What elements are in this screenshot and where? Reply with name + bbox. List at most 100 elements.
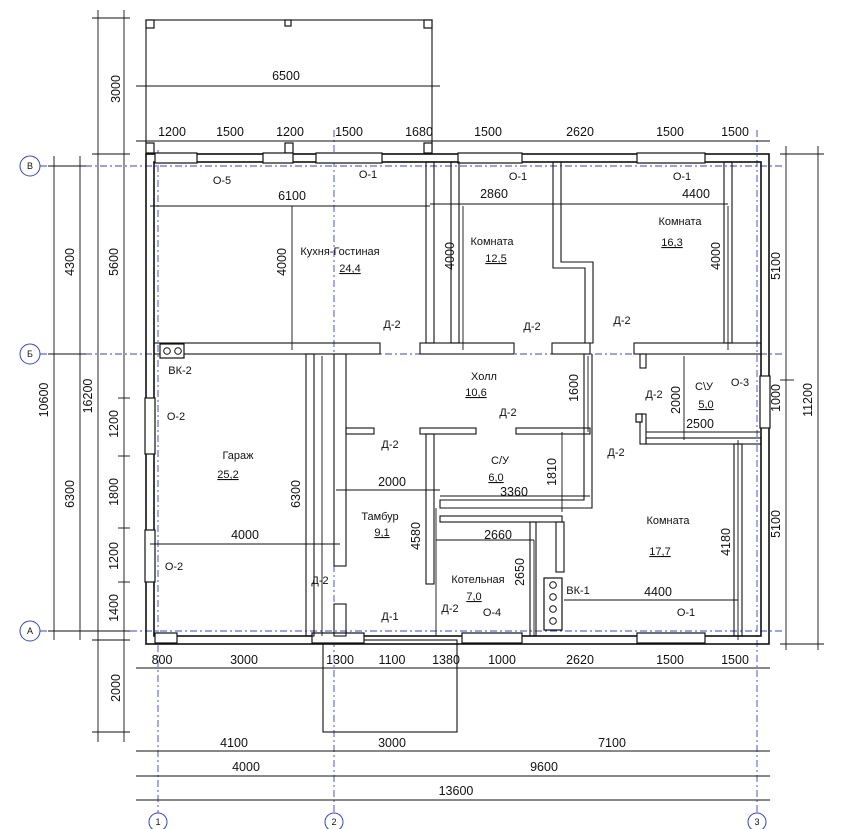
room-hall-name: Холл <box>471 371 497 383</box>
dim-left-6300: 6300 <box>63 480 77 508</box>
ventilation-shafts <box>159 343 563 631</box>
dim-bottom-3: 1300 <box>326 653 354 667</box>
label-o1-b: О-1 <box>509 171 527 183</box>
axis-label-1: 1 <box>155 817 160 827</box>
room-hall-area: 10,6 <box>465 387 486 399</box>
dim-tambur-2000: 2000 <box>378 475 406 489</box>
dim-top-terrace-depth: 3000 <box>109 75 123 103</box>
dim-top-terrace: 6500 <box>272 69 300 83</box>
label-d2-h: Д-2 <box>311 575 328 587</box>
porch-bottom <box>322 639 458 733</box>
dim-bottom-7100: 7100 <box>598 736 626 750</box>
dim-left-5600: 5600 <box>107 248 121 276</box>
axis-label-3: 3 <box>754 817 759 827</box>
dim-su-1810: 1810 <box>545 458 559 486</box>
dim-room3-4400: 4400 <box>644 585 672 599</box>
top-dimensions: 6500 3000 1200 1500 1200 1500 1680 1500 … <box>109 69 749 139</box>
room-1-area: 12,5 <box>485 253 506 265</box>
label-o1-a: О-1 <box>359 169 377 181</box>
outer-walls <box>144 152 771 645</box>
room-3-name: Комната <box>646 515 690 527</box>
dim-bottom-8: 1500 <box>656 653 684 667</box>
dim-kitchen-4000: 4000 <box>275 248 289 276</box>
room-boiler-area: 7,0 <box>466 591 481 603</box>
dim-bottom-7: 2620 <box>566 653 594 667</box>
label-o2-b: О-2 <box>165 561 183 573</box>
label-o1-c: О-1 <box>673 171 691 183</box>
dim-bottom-4: 1100 <box>379 653 406 667</box>
label-o2-a: О-2 <box>167 411 185 423</box>
label-d2-e: Д-2 <box>645 389 662 401</box>
label-d2-f: Д-2 <box>381 439 398 451</box>
dim-room1-4000: 4000 <box>443 242 457 270</box>
label-o1-d: О-1 <box>677 607 695 619</box>
dim-bottom-3000: 3000 <box>378 736 406 750</box>
dim-6100: 6100 <box>278 189 306 203</box>
dim-su-3360: 3360 <box>500 485 528 499</box>
interior-walls <box>153 161 762 637</box>
label-o3: О-3 <box>731 377 749 389</box>
dim-room3-4180: 4180 <box>719 528 733 556</box>
right-dimensions: 5100 11200 1000 5100 <box>769 252 815 538</box>
room-tambur-area: 9,1 <box>374 527 389 539</box>
dim-left-1200a: 1200 <box>107 410 121 438</box>
dim-garage-6300: 6300 <box>289 480 303 508</box>
label-d2-c: Д-2 <box>613 315 630 327</box>
dim-bottom-6: 1000 <box>488 653 516 667</box>
dim-bottom-4000: 4000 <box>232 760 260 774</box>
axis-markers: В Б А 1 2 3 <box>19 155 767 829</box>
dim-top-4: 1500 <box>335 125 363 139</box>
dim-right-11200: 11200 <box>801 383 815 417</box>
room-tambur-name: Тамбур <box>361 511 398 523</box>
room-garage-name: Гараж <box>222 450 254 462</box>
dim-hall-2000: 2000 <box>669 386 683 414</box>
axis-label-v: В <box>27 161 33 171</box>
dim-bottom-9600: 9600 <box>530 760 558 774</box>
room-su-name: С/У <box>491 455 510 467</box>
room-su2-area: 5,0 <box>698 399 713 411</box>
dim-right-5100-top: 5100 <box>769 252 783 280</box>
label-d1: Д-1 <box>381 611 398 623</box>
room-1-name: Комната <box>470 236 514 248</box>
label-d2-g: Д-2 <box>607 447 624 459</box>
dim-su2-2500: 2500 <box>686 417 714 431</box>
dim-2660: 2660 <box>484 528 512 542</box>
left-dimensions: 4300 5600 10600 16200 1200 1800 6300 120… <box>37 248 123 702</box>
room-garage-area: 25,2 <box>217 469 238 481</box>
dim-bottom-1: 800 <box>152 653 173 667</box>
dim-top-8: 1500 <box>656 125 684 139</box>
dim-top-2: 1500 <box>216 125 244 139</box>
dim-bottom-9: 1500 <box>721 653 749 667</box>
label-d2-i: Д-2 <box>441 603 458 615</box>
dim-4400-top: 4400 <box>682 187 710 201</box>
label-d2-a: Д-2 <box>383 319 400 331</box>
dim-top-9: 1500 <box>721 125 749 139</box>
room-boiler-name: Котельная <box>451 574 504 586</box>
room-2-name: Комната <box>658 216 702 228</box>
dim-left-16200: 16200 <box>81 379 95 414</box>
dim-bottom-4100: 4100 <box>220 736 248 750</box>
axis-label-a: А <box>27 626 33 636</box>
label-d2-b: Д-2 <box>523 321 540 333</box>
dim-room2-4000: 4000 <box>709 242 723 270</box>
interior-dimensions: 6100 2860 4400 4000 4000 4000 6300 4000 … <box>231 187 733 599</box>
room-3-area: 17,7 <box>649 546 670 558</box>
axis-grid <box>40 130 785 815</box>
dim-right-1000: 1000 <box>769 384 783 412</box>
dim-4580: 4580 <box>409 522 423 550</box>
dim-2860: 2860 <box>480 187 508 201</box>
dim-top-7: 2620 <box>566 125 594 139</box>
dim-bottom-5: 1380 <box>432 653 460 667</box>
label-o5: О-5 <box>213 175 231 187</box>
dim-top-1: 1200 <box>158 125 186 139</box>
room-su2-name: С\У <box>695 381 714 393</box>
dim-left-10600: 10600 <box>37 383 51 418</box>
label-vk2: ВК-2 <box>168 365 192 377</box>
room-su-area: 6,0 <box>488 472 503 484</box>
dim-right-5100-bottom: 5100 <box>769 510 783 538</box>
label-d2-d: Д-2 <box>499 407 516 419</box>
dim-top-3: 1200 <box>276 125 304 139</box>
label-o4: О-4 <box>483 607 501 619</box>
dim-bottom-13600: 13600 <box>439 784 474 798</box>
